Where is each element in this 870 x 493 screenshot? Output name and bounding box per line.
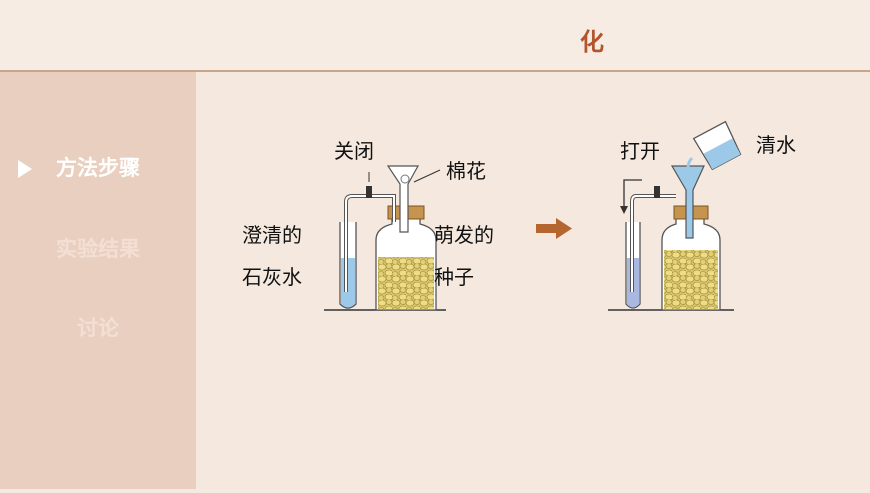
left-apparatus: 关闭 棉花 澄清的 石灰水 萌发的 种子 xyxy=(242,139,494,311)
label-seeds-2: 种子 xyxy=(434,265,474,289)
page-title: 化 xyxy=(580,28,604,56)
active-triangle-icon xyxy=(18,160,32,178)
sidebar-item-methods[interactable]: 方法步骤 xyxy=(56,156,140,180)
cotton-pointer xyxy=(413,169,441,183)
label-open: 打开 xyxy=(620,139,660,163)
label-water: 清水 xyxy=(756,133,796,157)
label-closed: 关闭 xyxy=(334,139,374,163)
right-apparatus: 打开 清水 xyxy=(608,120,796,311)
label-seeds-1: 萌发的 xyxy=(434,223,494,247)
label-limewater-2: 石灰水 xyxy=(242,265,302,289)
right-funnel xyxy=(670,165,705,239)
cotton-icon xyxy=(400,174,410,184)
left-funnel xyxy=(386,165,420,233)
header-bar: 化 xyxy=(0,0,870,72)
sidebar: 方法步骤 实验结果 讨论 xyxy=(0,72,196,489)
label-cotton: 棉花 xyxy=(446,159,486,183)
label-limewater-1: 澄清的 xyxy=(242,223,302,247)
sidebar-item-results[interactable]: 实验结果 xyxy=(56,237,140,261)
gas-flow-arrow-icon xyxy=(623,179,642,208)
right-seeds xyxy=(664,250,718,309)
sidebar-item-discussion[interactable]: 讨论 xyxy=(77,316,119,340)
process-arrow-icon xyxy=(536,218,572,239)
main-content: 关闭 棉花 澄清的 石灰水 萌发的 种子 xyxy=(196,72,870,489)
right-clamp-icon xyxy=(654,186,660,198)
left-clamp-icon xyxy=(366,186,372,198)
beaker-icon xyxy=(692,120,742,171)
left-seeds xyxy=(378,257,434,309)
experiment-diagram: 关闭 棉花 澄清的 石灰水 萌发的 种子 xyxy=(242,120,796,311)
